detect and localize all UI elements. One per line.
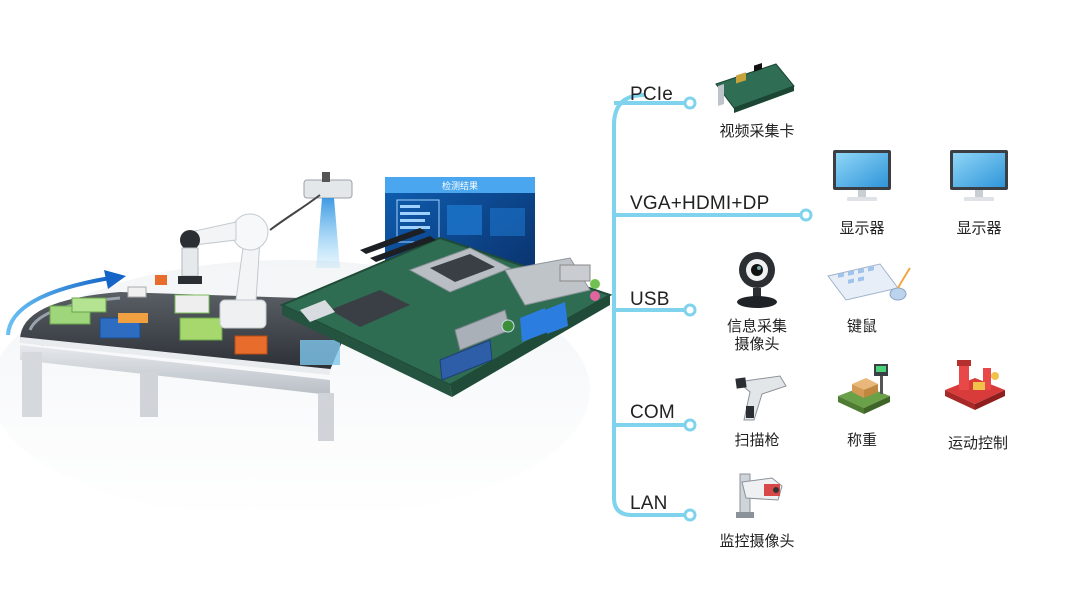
security-camera-icon (736, 473, 783, 518)
screen-title: 检测结果 (442, 180, 478, 192)
device-label-motion-control: 运动控制 (947, 434, 1008, 452)
node-dot (683, 508, 697, 522)
device-label-scanner: 扫描枪 (734, 431, 780, 449)
node-dot (683, 96, 697, 110)
vision-camera (269, 172, 353, 268)
iface-label-vga-hdmi-dp: VGA+HDMI+DP (630, 193, 770, 214)
iface-label-pcie: PCIe (630, 84, 674, 105)
device-label-monitor: 显示器 (839, 219, 885, 237)
node-dot (683, 418, 697, 432)
device-label-webcam-line2: 摄像头 (734, 335, 780, 353)
motherboard (279, 228, 613, 397)
motion-control-icon (945, 360, 1005, 410)
node-dot (683, 303, 697, 317)
weighing-scale-icon (838, 364, 890, 414)
device-label-monitor: 显示器 (956, 219, 1002, 237)
keyboard-mouse-icon (827, 263, 911, 301)
robot-arm (178, 213, 269, 329)
webcam-icon (737, 252, 777, 308)
arrow-head-icon (104, 270, 126, 289)
device-label-keyboard-mouse: 键鼠 (846, 317, 877, 335)
monitor-icon (833, 150, 891, 201)
device-label-webcam: 信息采集 (726, 317, 787, 335)
packages (49, 275, 340, 365)
factory-scene: 检测结果 (0, 172, 613, 520)
capture-card-icon (715, 63, 795, 113)
device-label-capture-card: 视频采集卡 (719, 122, 795, 140)
flow-arrow (6, 276, 111, 336)
iface-label-usb: USB (630, 289, 670, 310)
device-label-security-camera: 监控摄像头 (719, 532, 795, 550)
trunk-connector (612, 93, 690, 517)
iface-label-com: COM (630, 402, 675, 423)
device-label-weighing: 称重 (846, 431, 877, 449)
iface-label-lan: LAN (630, 493, 668, 514)
monitor-icon (950, 150, 1008, 201)
interface-tree (612, 93, 813, 522)
barcode-scanner-icon (735, 375, 787, 421)
node-dot (799, 208, 813, 222)
